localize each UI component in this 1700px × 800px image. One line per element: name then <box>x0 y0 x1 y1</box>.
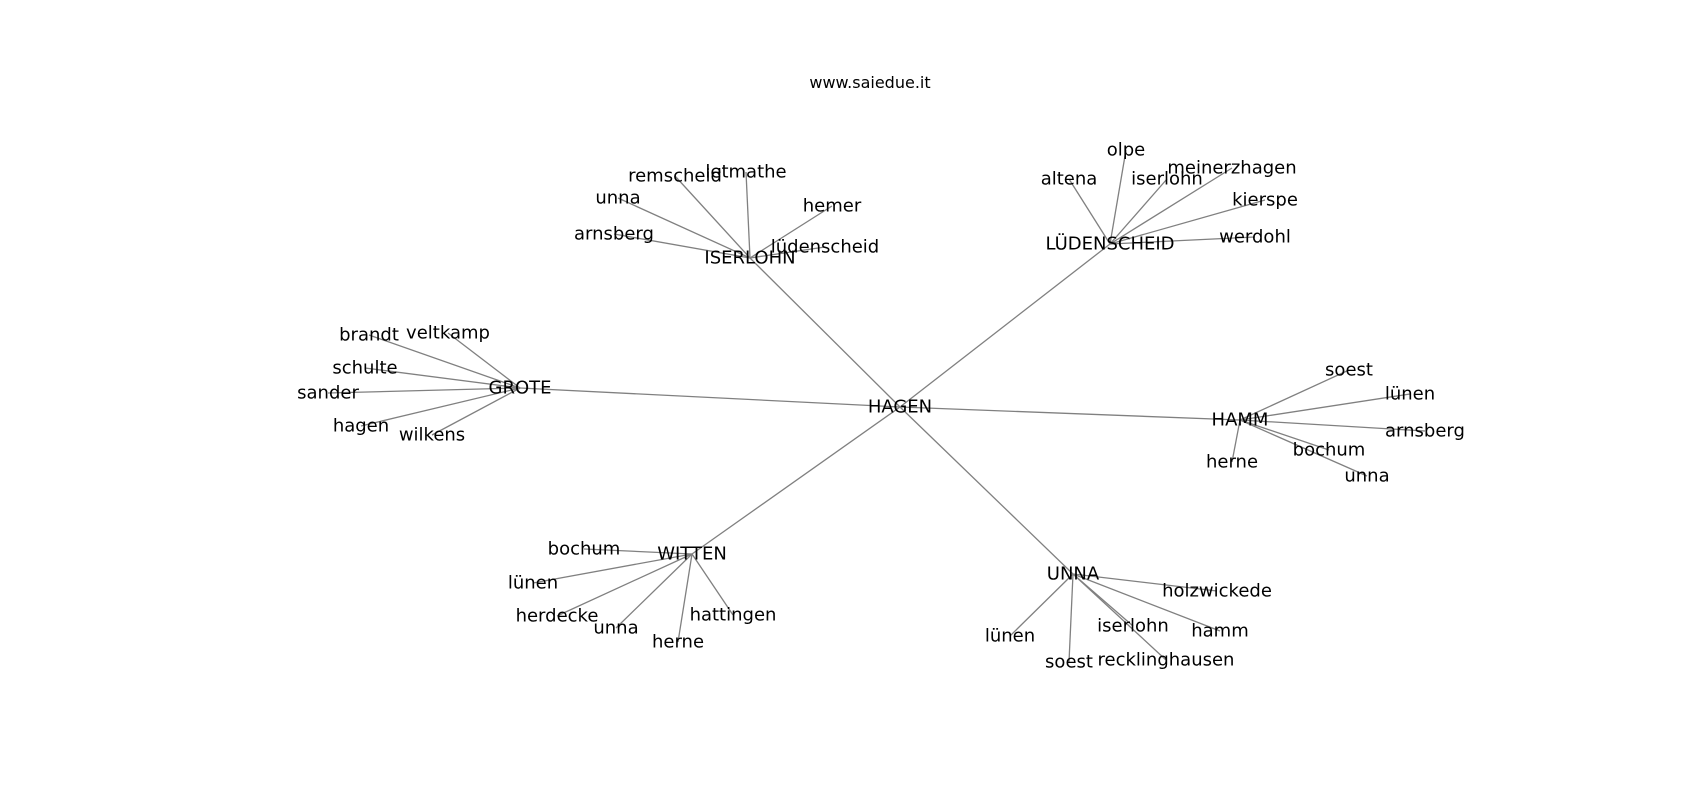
edge-hagen-iserlohn <box>749 257 901 408</box>
leaf-node-werdohl: werdohl <box>1219 227 1291 248</box>
leaf-node-hattingen: hattingen <box>690 605 777 626</box>
edge-ludenscheid-kierspe <box>1109 199 1266 245</box>
edge-grote-brandt <box>368 334 521 389</box>
leaf-node-herdecke: herdecke <box>516 606 599 627</box>
edge-hagen-grote <box>519 387 901 408</box>
edge-unna-soest <box>1068 573 1074 663</box>
hub-node-grote: GROTE <box>489 378 552 399</box>
leaf-node-recklinghausen: recklinghausen <box>1098 650 1235 671</box>
leaf-node-altena: altena <box>1041 169 1098 190</box>
leaf-node-iserlohn: iserlohn <box>1097 616 1169 637</box>
leaf-node-bochum: bochum <box>1293 440 1366 461</box>
leaf-node-brandt: brandt <box>339 325 399 346</box>
edge-ludenscheid-olpe <box>1109 149 1127 245</box>
edge-iserlohn-unna <box>617 197 751 259</box>
edge-ludenscheid-iserlohn <box>1109 178 1168 245</box>
leaf-node-unna: unna <box>593 618 638 639</box>
edge-witten-herne <box>677 553 693 643</box>
edge-unna-holzwickede <box>1072 573 1218 592</box>
leaf-node-lunen: lünen <box>1385 384 1435 405</box>
edge-witten-lunen <box>532 553 693 584</box>
leaf-node-hamm: hamm <box>1191 621 1249 642</box>
edge-hagen-hamm <box>899 406 1241 421</box>
leaf-node-herne: herne <box>652 632 704 653</box>
leaf-node-ludenscheid: lüdenscheid <box>771 237 880 258</box>
leaf-node-wilkens: wilkens <box>399 425 465 446</box>
edge-unna-recklinghausen <box>1072 573 1167 661</box>
leaf-node-hemer: hemer <box>803 196 862 217</box>
edge-witten-unna <box>615 553 693 629</box>
edge-ludenscheid-werdohl <box>1109 236 1256 245</box>
hub-node-ludenscheid: LÜDENSCHEID <box>1045 233 1174 255</box>
edge-witten-bochum <box>583 548 693 555</box>
root-node-label: HAGEN <box>868 397 932 418</box>
edge-hamm-soest <box>1239 369 1350 421</box>
edge-ludenscheid-altena <box>1068 178 1111 245</box>
edge-witten-hattingen <box>691 553 734 616</box>
leaf-node-schulte: schulte <box>332 358 397 379</box>
edge-unna-hamm <box>1072 573 1221 632</box>
edge-hamm-bochum <box>1239 419 1330 451</box>
leaf-node-herne: herne <box>1206 452 1258 473</box>
diagram-title: www.saiedue.it <box>809 73 930 92</box>
leaf-node-arnsberg: arnsberg <box>574 224 654 245</box>
leaf-node-remscheid: remscheid <box>628 166 722 187</box>
leaf-node-holzwickede: holzwickede <box>1162 581 1272 602</box>
edge-iserlohn-hemer <box>749 205 833 259</box>
leaf-node-unna: unna <box>1344 466 1389 487</box>
hub-node-hamm: HAMM <box>1212 410 1269 431</box>
edge-grote-schulte <box>364 367 521 389</box>
leaf-node-letmathe: letmathe <box>705 162 786 183</box>
edge-iserlohn-ludenscheid <box>749 246 826 259</box>
edge-iserlohn-letmathe <box>745 171 751 259</box>
leaf-node-arnsberg: arnsberg <box>1385 421 1465 442</box>
edge-iserlohn-arnsberg <box>613 233 751 259</box>
leaf-node-lunen: lünen <box>508 573 558 594</box>
leaf-node-soest: soest <box>1045 652 1093 673</box>
edge-witten-herdecke <box>556 553 693 617</box>
leaf-node-hagen: hagen <box>333 416 389 437</box>
leaf-node-sander: sander <box>297 383 359 404</box>
hub-node-iserlohn: ISERLOHN <box>704 248 795 269</box>
edge-grote-sander <box>327 387 521 394</box>
edges-layer <box>327 149 1426 663</box>
edge-grote-hagen <box>360 387 521 427</box>
edge-unna-lunen <box>1009 573 1074 637</box>
leaf-node-unna: unna <box>595 188 640 209</box>
leaf-node-olpe: olpe <box>1107 140 1146 161</box>
edge-hagen-ludenscheid <box>899 243 1111 408</box>
hub-node-witten: WITTEN <box>657 544 727 565</box>
edge-iserlohn-remscheid <box>674 175 751 259</box>
edge-hagen-witten <box>691 406 901 555</box>
leaf-node-lunen: lünen <box>985 626 1035 647</box>
edge-grote-veltkamp <box>447 332 521 389</box>
leaf-node-soest: soest <box>1325 360 1373 381</box>
edge-hamm-lunen <box>1239 393 1411 421</box>
leaf-node-bochum: bochum <box>548 539 621 560</box>
leaf-node-veltkamp: veltkamp <box>406 323 490 344</box>
edge-ludenscheid-meinerzhagen <box>1109 167 1233 245</box>
edge-hamm-arnsberg <box>1239 419 1426 432</box>
leaf-node-meinerzhagen: meinerzhagen <box>1167 158 1296 179</box>
leaf-node-kierspe: kierspe <box>1232 190 1298 211</box>
edge-grote-wilkens <box>431 387 521 436</box>
edge-hamm-unna <box>1239 419 1368 477</box>
leaf-node-iserlohn: iserlohn <box>1131 169 1203 190</box>
edge-hamm-herne <box>1231 419 1241 463</box>
hub-node-unna: UNNA <box>1047 564 1100 585</box>
edge-hagen-unna <box>899 406 1074 575</box>
